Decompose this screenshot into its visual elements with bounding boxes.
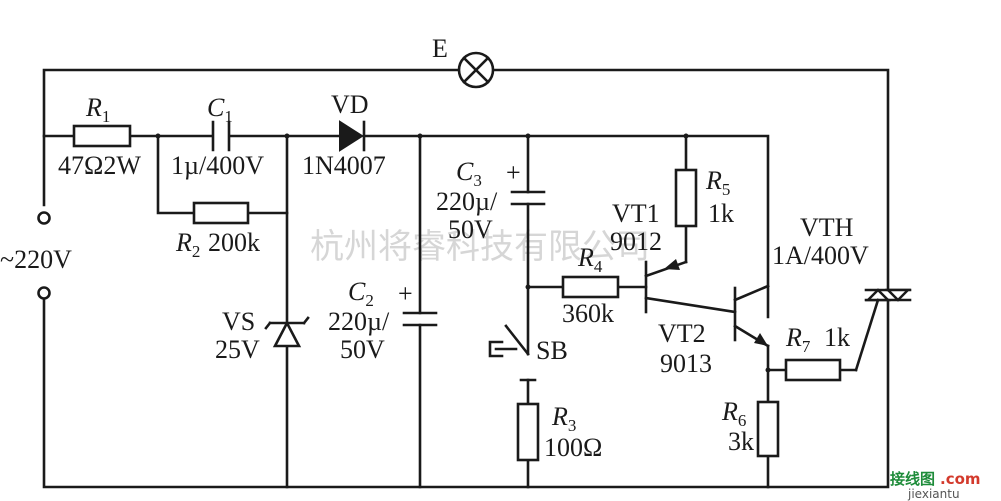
label-r7-value: 1k (824, 323, 850, 352)
label-r1-name: R1 (85, 93, 110, 126)
labels: E ~220V R1 47Ω2W C1 1µ/400V VD 1N4007 R2… (0, 34, 869, 462)
label-c3-plus: + (506, 158, 521, 187)
capacitor-c3 (510, 190, 546, 206)
label-vth-name: VTH (800, 213, 854, 242)
label-sb: SB (536, 336, 568, 365)
resistor-r3 (516, 402, 540, 462)
label-supply: ~220V (0, 245, 72, 274)
label-r2-value: 200k (208, 228, 260, 257)
wires (42, 68, 890, 489)
label-c1-name: C1 (207, 93, 233, 126)
logo-domain: jiexiantu (907, 487, 960, 501)
label-r4-value: 360k (562, 299, 614, 328)
label-vth-value: 1A/400V (772, 241, 869, 270)
label-vd-name: VD (331, 90, 369, 119)
label-r2-name: R2 (175, 228, 200, 261)
label-r5-value: 1k (708, 199, 734, 228)
label-vs-value: 25V (215, 335, 260, 364)
capacitor-c1 (211, 120, 231, 152)
label-r1-value: 47Ω2W (58, 151, 141, 180)
resistor-r1 (72, 124, 132, 148)
label-c3-value2: 50V (448, 215, 493, 244)
label-r6-value: 3k (728, 427, 754, 456)
resistor-r7 (784, 358, 842, 382)
label-r3-value: 100Ω (544, 433, 602, 462)
label-vt2-value: 9013 (660, 349, 712, 378)
site-logo: 接线图 .com jiexiantu (890, 470, 981, 501)
label-c3-value1: 220µ/ (436, 187, 498, 216)
label-r4-name: R4 (577, 243, 603, 276)
resistor-r6 (756, 400, 780, 458)
resistor-r5 (674, 168, 698, 228)
label-c3-name: C3 (456, 157, 482, 190)
label-r5-name: R5 (705, 166, 730, 199)
label-vt1-value: 9012 (610, 227, 662, 256)
label-vt2-name: VT2 (658, 319, 706, 348)
switch-sb (488, 324, 537, 382)
label-c2-value2: 50V (340, 335, 385, 364)
label-e: E (432, 34, 448, 63)
triac-vth (854, 288, 912, 372)
label-c2-plus: + (398, 279, 413, 308)
label-r3-name: R3 (551, 402, 576, 435)
label-vs-name: VS (222, 307, 255, 336)
resistor-r4 (561, 275, 620, 299)
lamp-e (457, 51, 495, 89)
logo-part2: .com (940, 470, 981, 488)
transistor-vt2 (733, 284, 770, 348)
zener-vs (264, 316, 310, 348)
junctions (155, 133, 771, 373)
transistor-vt1 (644, 259, 737, 314)
label-c2-value1: 220µ/ (328, 307, 390, 336)
label-vd-value: 1N4007 (302, 151, 386, 180)
watermark: 杭州将睿科技有限公司 (310, 227, 650, 267)
label-r7-name: R7 (785, 323, 811, 356)
resistor-r2 (192, 201, 250, 225)
logo-part1: 接线图 (890, 470, 935, 488)
label-vt1-name: VT1 (612, 199, 660, 228)
supply-terminals (37, 211, 51, 300)
diode-vd (339, 120, 366, 152)
label-c2-name: C2 (348, 277, 374, 310)
capacitor-c2 (402, 311, 438, 327)
label-c1-value: 1µ/400V (171, 151, 264, 180)
label-r6-name: R6 (721, 397, 746, 430)
